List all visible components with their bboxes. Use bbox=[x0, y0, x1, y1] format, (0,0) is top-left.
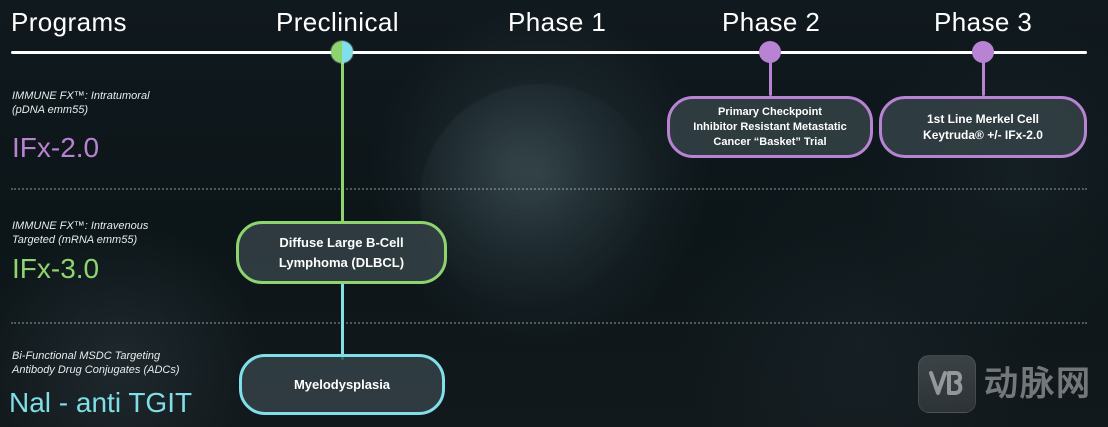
trial-card-label: Diffuse Large B-Cell Lymphoma (DLBCL) bbox=[279, 233, 404, 273]
trial-card-myelodysplasia: Myelodysplasia bbox=[239, 354, 445, 415]
trial-card-label-line: Inhibitor Resistant Metastatic bbox=[693, 120, 847, 133]
trial-card-label-line: Lymphoma (DLBCL) bbox=[278, 254, 405, 270]
program-subtitle-line: IMMUNE FX™: Intravenous bbox=[12, 220, 149, 232]
trial-card-label-line: Cancer “Basket” Trial bbox=[713, 135, 827, 148]
background-cell-image bbox=[420, 84, 660, 314]
trial-card-label-line: Primary Checkpoint bbox=[718, 105, 822, 118]
trial-card-phase-3: 1st Line Merkel Cell Keytruda® +/- IFx-2… bbox=[879, 96, 1087, 158]
preclinical-green-connector bbox=[341, 53, 344, 223]
trial-card-label: 1st Line Merkel Cell Keytruda® +/- IFx-2… bbox=[923, 111, 1043, 143]
program-name-nal-anti-tgit: Nal - anti TGIT bbox=[9, 387, 193, 418]
program-divider bbox=[11, 188, 1087, 190]
timeline-axis bbox=[11, 51, 1087, 54]
stage-header-phase-3: Phase 3 bbox=[934, 7, 1033, 37]
program-name-ifx-2: IFx-2.0 bbox=[12, 132, 100, 163]
program-subtitle-line: Bi-Functional MSDC Targeting bbox=[12, 350, 161, 362]
vb-logo-icon bbox=[918, 355, 976, 413]
program-subtitle-line: Antibody Drug Conjugates (ADCs) bbox=[12, 364, 180, 376]
program-name-ifx-3: IFx-3.0 bbox=[12, 253, 100, 284]
program-subtitle-ifx-3: IMMUNE FX™: Intravenous Targeted (mRNA e… bbox=[12, 219, 148, 247]
program-subtitle-line: IMMUNE FX™: Intratumoral bbox=[12, 90, 150, 102]
program-subtitle-line: Targeted (mRNA emm55) bbox=[12, 234, 138, 246]
trial-card-label-line: Keytruda® +/- IFx-2.0 bbox=[923, 128, 1043, 142]
vb-watermark: 动脉网 bbox=[918, 355, 1092, 413]
trial-card-phase-2: Primary Checkpoint Inhibitor Resistant M… bbox=[667, 96, 873, 158]
program-subtitle-nal: Bi-Functional MSDC Targeting Antibody Dr… bbox=[12, 349, 180, 377]
stage-header-preclinical: Preclinical bbox=[276, 7, 399, 37]
phase-3-purple-connector bbox=[982, 53, 985, 96]
trial-card-label: Primary Checkpoint Inhibitor Resistant M… bbox=[693, 105, 846, 150]
preclinical-cyan-connector bbox=[341, 282, 344, 360]
programs-header: Programs bbox=[11, 7, 127, 37]
stage-header-phase-1: Phase 1 bbox=[508, 7, 607, 37]
phase-2-stage-node bbox=[759, 41, 781, 63]
vb-watermark-text: 动脉网 bbox=[984, 364, 1092, 404]
trial-card-dlbcl: Diffuse Large B-Cell Lymphoma (DLBCL) bbox=[236, 221, 447, 284]
phase-2-purple-connector bbox=[769, 53, 772, 96]
trial-card-label: Myelodysplasia bbox=[294, 376, 390, 394]
program-divider bbox=[11, 322, 1087, 324]
phase-3-stage-node bbox=[972, 41, 994, 63]
trial-card-label-line: Myelodysplasia bbox=[293, 376, 391, 392]
trial-card-label-line: Diffuse Large B-Cell bbox=[279, 234, 404, 250]
stage-header-phase-2: Phase 2 bbox=[722, 7, 821, 37]
program-subtitle-line: (pDNA emm55) bbox=[12, 104, 88, 116]
trial-card-label-line: 1st Line Merkel Cell bbox=[926, 112, 1040, 126]
program-subtitle-ifx-2: IMMUNE FX™: Intratumoral (pDNA emm55) bbox=[12, 89, 150, 117]
preclinical-stage-node bbox=[331, 41, 353, 63]
